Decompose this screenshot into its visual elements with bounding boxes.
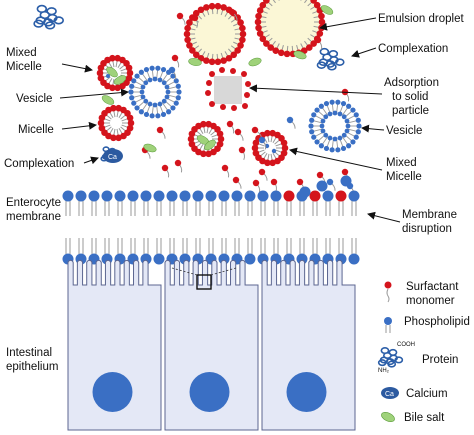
monomer [161, 164, 170, 178]
arrow-membrane-disruption [367, 211, 401, 223]
label-mixed-micelle-right-1: Mixed [386, 157, 417, 169]
label-membrane-disruption-2: disruption [402, 223, 452, 235]
monomer [286, 116, 296, 129]
legend-calcium-icon [381, 387, 399, 399]
arrow-complexation-top [351, 47, 377, 58]
zoom-indicator [171, 267, 237, 290]
label-vesicle-left: Vesicle [16, 93, 52, 105]
nucleus [92, 372, 133, 412]
nucleus [189, 372, 230, 412]
monomer [238, 146, 246, 161]
label-mixed-micelle-right-2: Micelle [386, 171, 422, 183]
label-vesicle-right: Vesicle [386, 125, 422, 137]
arrow-vesicle-right [361, 124, 385, 133]
emulsion-droplet-2 [254, 0, 326, 58]
label-micelle: Micelle [18, 124, 54, 136]
mixed-micelle-top [96, 54, 134, 92]
monomer [221, 164, 230, 178]
monomer [168, 66, 177, 80]
monomer [226, 120, 235, 134]
epithelial-cell-3 [261, 259, 356, 431]
arrow-vesicle-left [59, 88, 129, 99]
monomer [252, 179, 261, 193]
epithelial-cell-1 [67, 259, 162, 431]
vesicle-left [128, 65, 182, 119]
legend-protein-icon [377, 347, 404, 368]
calcium-complex: Ca [103, 149, 123, 163]
legend-surfactant-label-2: monomer [406, 295, 455, 307]
pointer-arrows [59, 17, 401, 223]
monomer [232, 176, 242, 189]
label-intestinal-2: epithelium [6, 361, 58, 373]
arrow-emulsion [319, 17, 377, 31]
monomer [174, 159, 183, 173]
legend-protein-nh2: NH₂ [378, 368, 390, 374]
label-complexation-left: Complexation [4, 158, 74, 170]
legend-calcium-glyph: Ca [385, 391, 394, 398]
protein-icon [377, 347, 404, 368]
arrow-adsorption [249, 84, 383, 95]
monomer [171, 54, 180, 68]
protein-top-left [33, 4, 64, 30]
epithelial-cell-2 [164, 259, 259, 431]
arrow-mixed-micelle-right [289, 147, 383, 171]
label-enterocyte-2: membrane [6, 211, 61, 223]
monomer [191, 14, 199, 29]
legend-surfactant-icon [384, 281, 392, 303]
vesicle-right [308, 99, 362, 153]
label-membrane-disruption-1: Membrane [402, 209, 457, 221]
labels: Emulsion droplet Complexation Mixed Mice… [4, 13, 464, 373]
legend-bile-salt-icon [381, 412, 395, 422]
label-adsorption-1: Adsorption [384, 77, 439, 89]
monomer [270, 178, 278, 193]
legend: Surfactant monomer Phospholipid COOH NH₂… [377, 281, 470, 424]
monomer [234, 128, 244, 141]
enterocyte-membrane [62, 175, 360, 265]
monomer [341, 88, 350, 102]
monomer [314, 36, 323, 50]
arrow-complexation-left [83, 156, 99, 165]
intestinal-epithelium [67, 259, 356, 431]
legend-bile-salt-label: Bile salt [404, 412, 445, 424]
monomer [326, 178, 336, 191]
legend-protein-cooh: COOH [397, 342, 415, 348]
label-emulsion-droplet: Emulsion droplet [378, 13, 464, 25]
label-adsorption-3: particle [392, 105, 429, 117]
legend-calcium-label: Calcium [406, 388, 448, 400]
emulsion-droplet-1 [183, 2, 247, 66]
svg-text:Ca: Ca [108, 154, 117, 161]
monomer [156, 126, 166, 139]
arrow-mixed-micelle-top [61, 63, 93, 73]
protein-complex-right [316, 47, 345, 71]
legend-surfactant-label-1: Surfactant [406, 281, 459, 293]
arrow-micelle [61, 121, 97, 130]
label-mixed-micelle-top-1: Mixed [6, 47, 37, 59]
monomer [258, 136, 267, 150]
monomer [228, 8, 238, 21]
legend-protein-label: Protein [422, 354, 458, 366]
monomer [258, 168, 268, 181]
legend-phospholipid-icon [384, 317, 392, 333]
mixed-micelle-center [187, 120, 225, 158]
label-complexation-top: Complexation [378, 43, 448, 55]
monomer [176, 12, 186, 25]
label-enterocyte-1: Enterocyte [6, 197, 61, 209]
label-adsorption-2: to solid [392, 91, 428, 103]
nucleus [286, 372, 327, 412]
label-mixed-micelle-top-2: Micelle [6, 61, 42, 73]
particles-layer: Ca [33, 0, 362, 196]
solid-particle [205, 67, 251, 111]
micelle-left [97, 104, 135, 142]
legend-phospholipid-label: Phospholipid [404, 316, 470, 328]
mixed-micelle-right [251, 129, 289, 167]
label-intestinal-1: Intestinal [6, 347, 52, 359]
